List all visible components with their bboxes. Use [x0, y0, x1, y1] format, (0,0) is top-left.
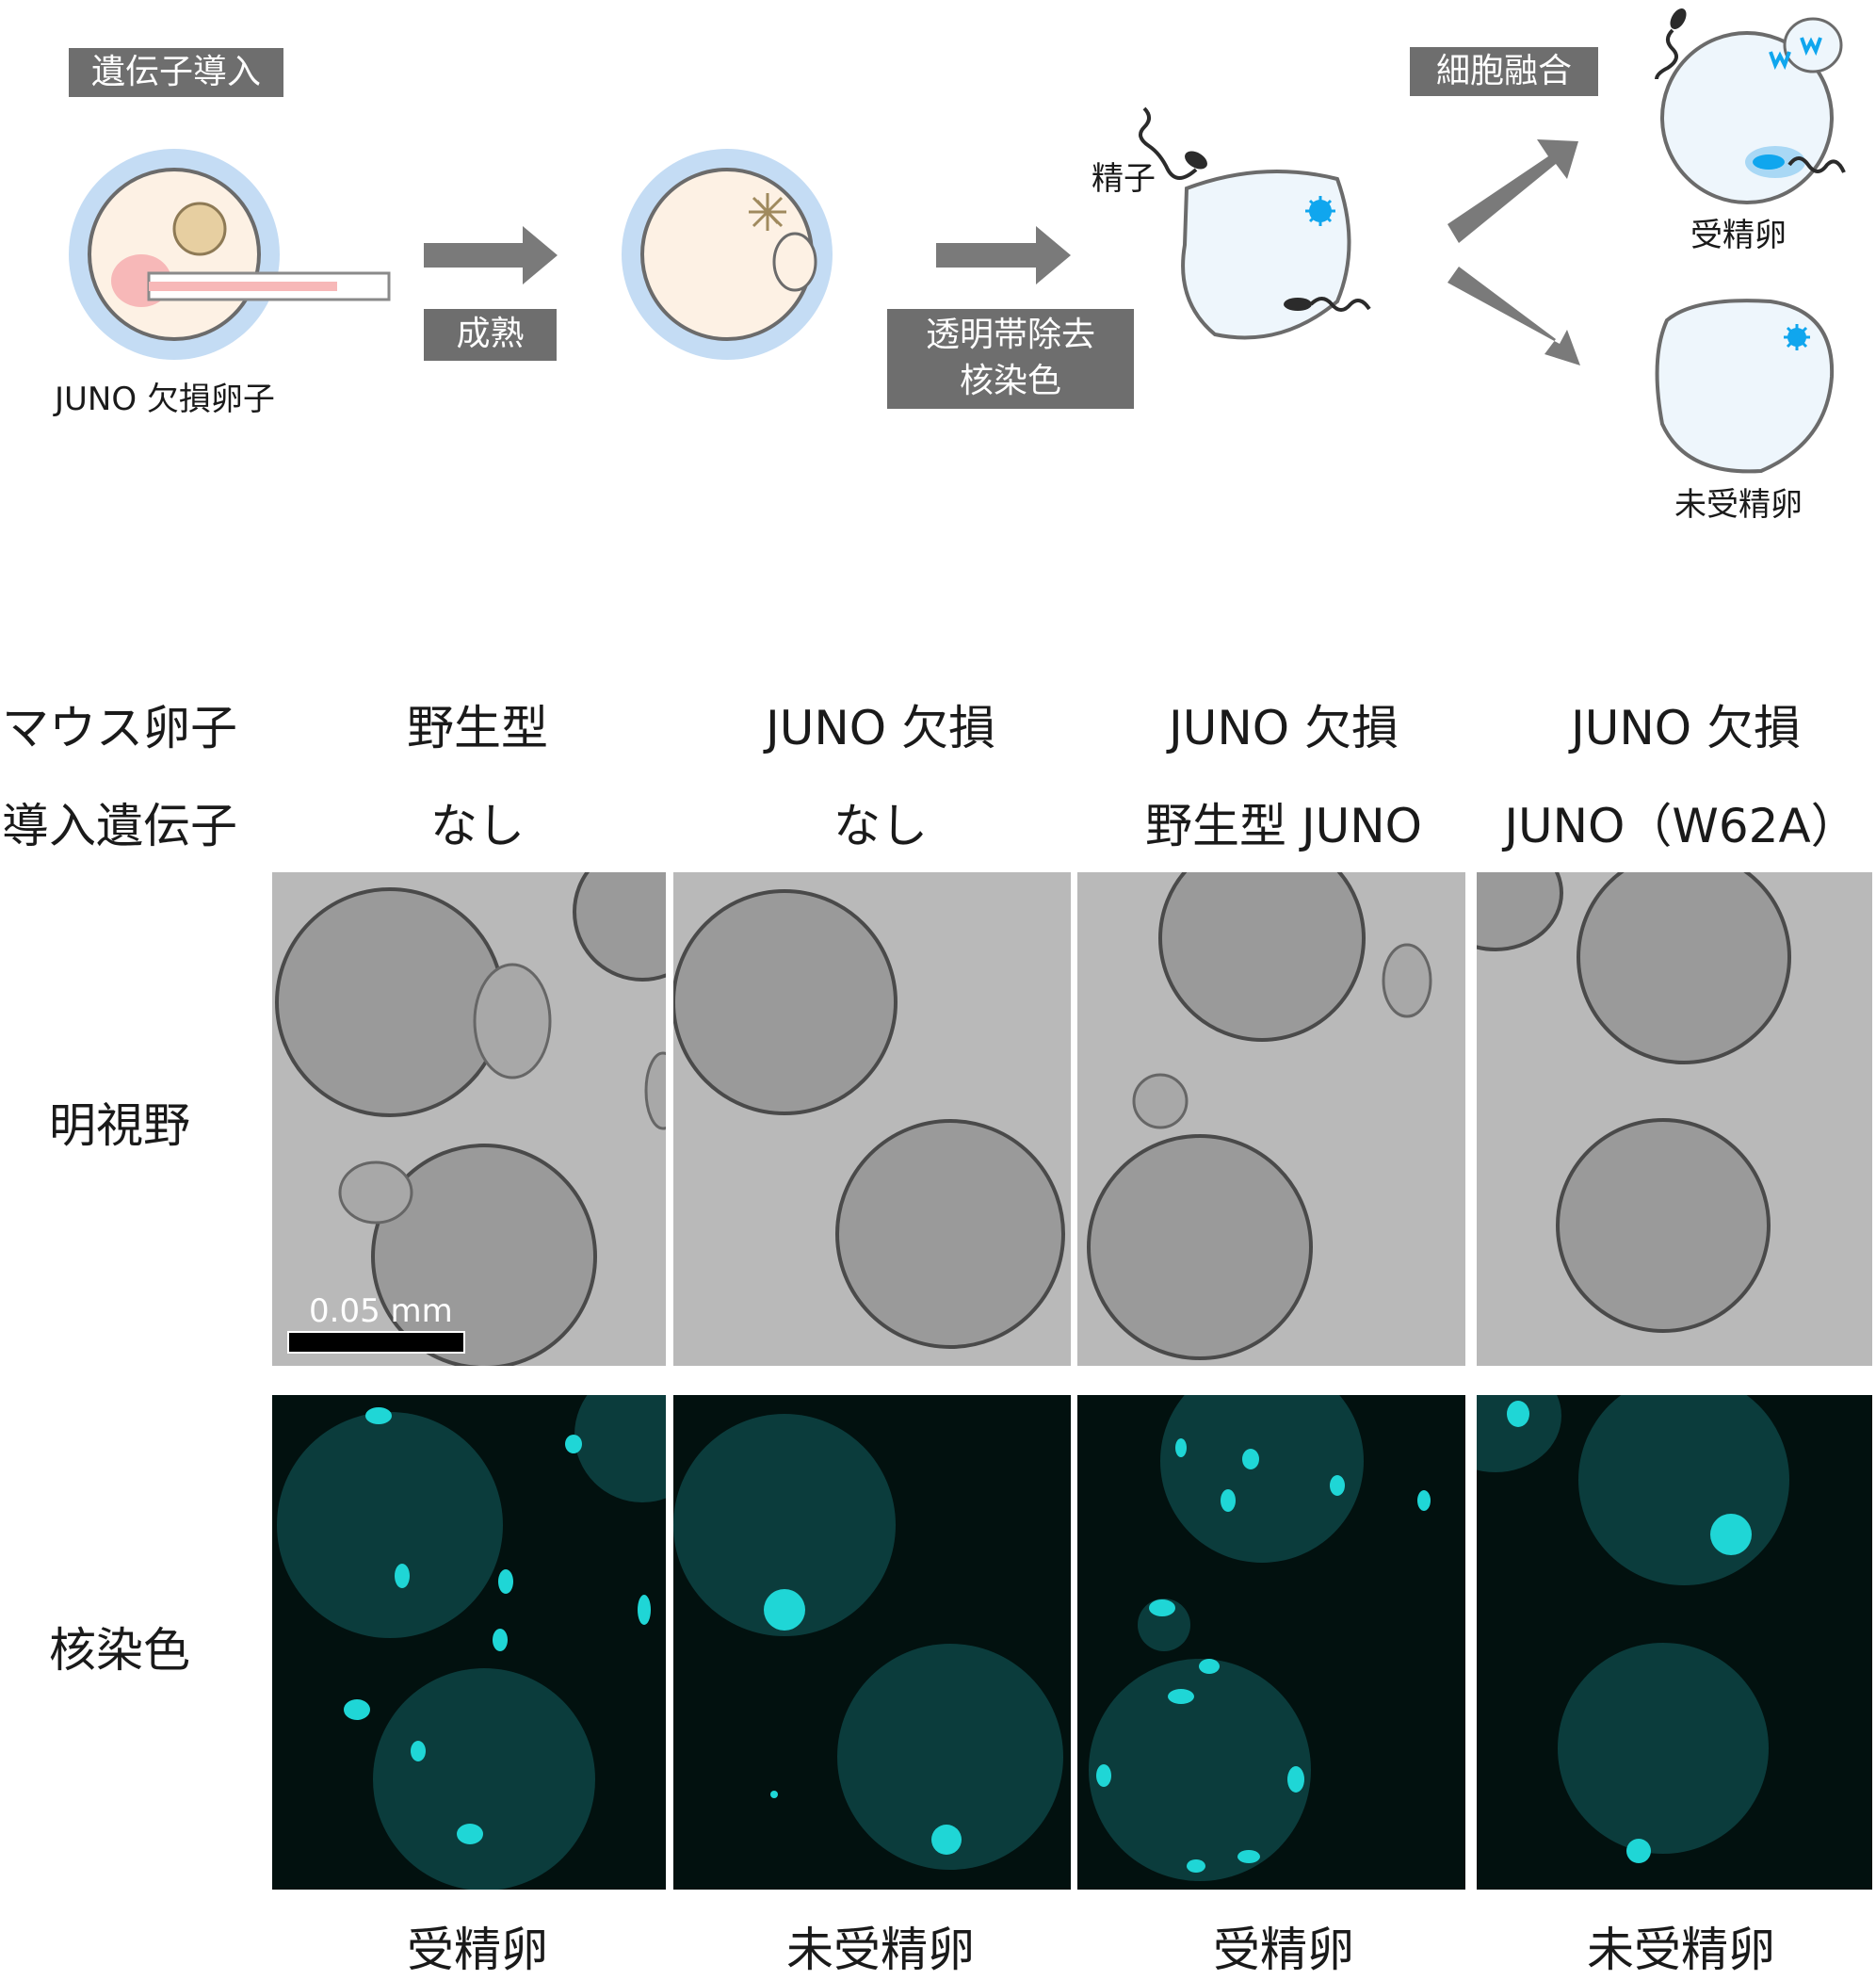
fluorescence-panel-3	[1077, 1395, 1465, 1890]
brightfield-panel-3	[1077, 872, 1465, 1366]
arrow-maturation-icon	[424, 226, 558, 284]
row-header-gene: 導入遺伝子	[2, 799, 237, 853]
arrow-fertilized-icon	[1447, 139, 1578, 243]
column-2-gene: なし	[833, 799, 928, 853]
column-1-result: 受精卵	[407, 1923, 548, 1977]
brightfield-image-2	[673, 889, 1065, 1349]
arrow-unfertilized-icon	[1447, 267, 1580, 365]
gene-transfer-label: 遺伝子導入	[69, 48, 283, 97]
fluorescence-image-4	[1477, 1395, 1789, 1863]
column-3-gene: 野生型 JUNO	[1145, 799, 1422, 853]
column-4-gene: JUNO（W62A）	[1504, 799, 1858, 853]
zona-removal-label: 透明帯除去 核染色	[887, 309, 1134, 409]
column-2-result: 未受精卵	[786, 1923, 975, 1977]
fertilized-egg-icon	[1655, 8, 1846, 204]
maturation-label: 成熟	[424, 309, 557, 361]
oocyte-injection-icon	[69, 149, 391, 360]
brightfield-image-1	[275, 872, 666, 1366]
row-label-nuclear-stain: 核染色	[49, 1623, 190, 1678]
sperm-label: 精子	[1092, 160, 1156, 198]
arrow-zona-removal-icon	[936, 226, 1071, 284]
row-label-brightfield: 明視野	[49, 1098, 190, 1153]
column-4-oocyte: JUNO 欠損	[1571, 701, 1801, 755]
brightfield-panel-1: 0.05 mm	[272, 872, 666, 1366]
brightfield-panel-2	[673, 872, 1071, 1366]
brightfield-panel-4	[1477, 872, 1872, 1366]
oocyte-matured-icon	[622, 149, 833, 360]
column-1-oocyte: 野生型	[407, 701, 548, 755]
zona-removal-text-2: 核染色	[959, 362, 1061, 400]
scale-bar-label: 0.05 mm	[309, 1292, 453, 1330]
column-3-result: 受精卵	[1213, 1923, 1354, 1977]
juno-deficient-oocyte-label: JUNO 欠損卵子	[55, 381, 275, 418]
column-2-oocyte: JUNO 欠損	[766, 701, 995, 755]
brightfield-image-4	[1477, 872, 1791, 1333]
egg-with-sperm-icon	[1139, 106, 1371, 340]
zona-removal-text-1: 透明帯除去	[925, 316, 1095, 355]
column-4-result: 未受精卵	[1587, 1923, 1775, 1977]
cell-fusion-text: 細胞融合	[1435, 51, 1572, 90]
fertilized-egg-label: 受精卵	[1690, 217, 1787, 254]
column-1-gene: なし	[430, 799, 525, 853]
cell-fusion-label: 細胞融合	[1410, 47, 1598, 96]
unfertilized-egg-icon	[1655, 299, 1835, 474]
unfertilized-egg-label: 未受精卵	[1674, 486, 1803, 524]
fluorescence-image-3	[1089, 1395, 1431, 1881]
fluorescence-image-1	[277, 1395, 666, 1890]
column-3-oocyte: JUNO 欠損	[1169, 701, 1399, 755]
fluorescence-image-2	[673, 1414, 1063, 1870]
schematic-illustration	[69, 8, 1846, 474]
gene-transfer-text: 遺伝子導入	[90, 52, 261, 91]
scale-bar	[287, 1331, 465, 1354]
fluorescence-panel-1	[272, 1395, 666, 1890]
maturation-text: 成熟	[456, 315, 525, 354]
fluorescence-panel-2	[673, 1395, 1071, 1890]
brightfield-image-3	[1087, 872, 1432, 1360]
fluorescence-panel-4	[1477, 1395, 1872, 1890]
row-header-oocyte: マウス卵子	[2, 701, 237, 755]
